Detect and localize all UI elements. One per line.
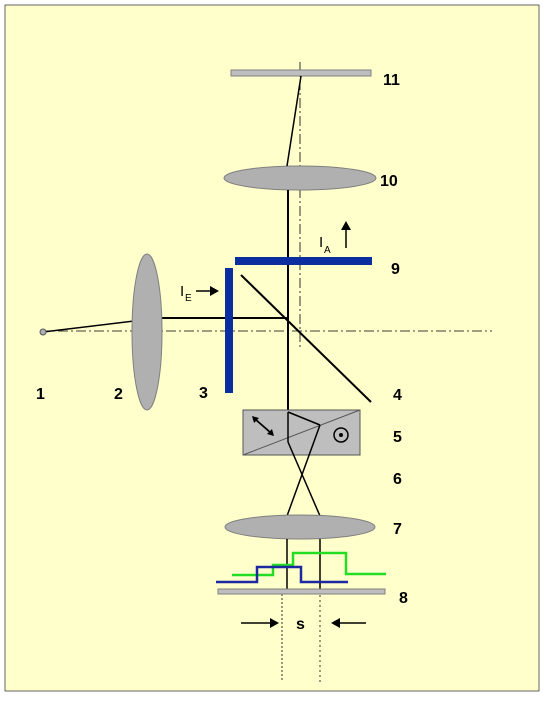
image-plane-11 bbox=[230, 69, 372, 77]
output-intensity-label: I bbox=[319, 234, 323, 251]
label-3: 3 bbox=[199, 385, 208, 402]
label-10: 10 bbox=[380, 173, 398, 190]
prism-interface bbox=[242, 409, 361, 456]
tube-lens-10 bbox=[223, 165, 377, 191]
beam-splitter-4 bbox=[240, 274, 372, 403]
label-11: 11 bbox=[383, 72, 400, 89]
beam-to-image-plane bbox=[286, 75, 302, 167]
label-8: 8 bbox=[399, 590, 408, 607]
light-source-1 bbox=[39, 328, 47, 336]
shear-arrow-right-head bbox=[331, 618, 340, 628]
label-2: 2 bbox=[114, 386, 123, 403]
objective-lens-7 bbox=[224, 514, 376, 540]
crossing-beam-b bbox=[287, 441, 321, 517]
crossing-beam-a bbox=[286, 424, 321, 517]
analyzer-9 bbox=[235, 257, 372, 265]
collector-lens-2 bbox=[131, 253, 163, 411]
label-1: 1 bbox=[36, 386, 45, 403]
polarization-circle-dot bbox=[339, 433, 343, 437]
output-intensity-arrow-head bbox=[341, 221, 351, 230]
polarization-arrow-head-b bbox=[267, 429, 274, 436]
background-panel bbox=[4, 4, 540, 692]
split-beam-inner-a bbox=[287, 411, 321, 426]
polarization-arrow-head-a bbox=[252, 416, 259, 423]
label-9: 9 bbox=[391, 261, 400, 278]
label-6: 6 bbox=[393, 471, 402, 488]
input-intensity-arrow-head bbox=[210, 286, 219, 296]
polarization-diagonal-arrow bbox=[254, 418, 272, 434]
source-beam bbox=[42, 320, 135, 333]
label-5: 5 bbox=[393, 429, 402, 446]
label-7: 7 bbox=[393, 521, 402, 538]
input-intensity-subscript: E bbox=[185, 293, 192, 304]
label-4: 4 bbox=[393, 387, 402, 404]
shear-label: s bbox=[296, 616, 305, 633]
polarizer-3 bbox=[225, 268, 233, 393]
green-step-profile bbox=[232, 551, 386, 577]
polarization-circle-outer bbox=[333, 427, 349, 443]
specimen-slide-8 bbox=[217, 588, 386, 595]
input-intensity-label: I bbox=[180, 283, 184, 300]
shear-arrow-left-head bbox=[270, 618, 279, 628]
output-intensity-subscript: A bbox=[324, 245, 331, 256]
blue-step-profile bbox=[216, 565, 348, 584]
